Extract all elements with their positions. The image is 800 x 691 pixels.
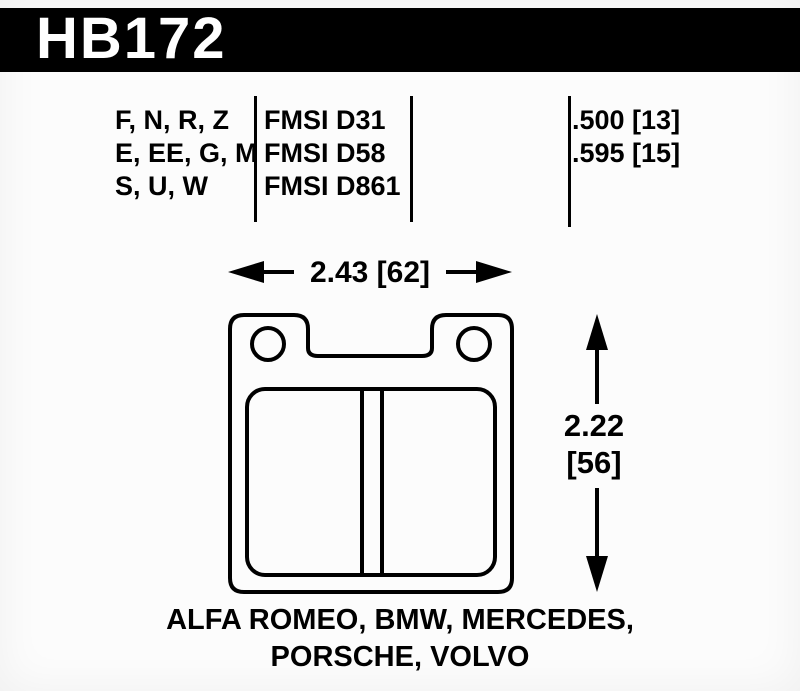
pad-outer-outline xyxy=(228,313,514,594)
fmsi-column: FMSI D31 FMSI D58 FMSI D861 xyxy=(264,104,401,203)
fmsi-cell: FMSI D31 xyxy=(264,105,386,135)
compound-cell: E, EE, G, M xyxy=(115,138,258,168)
arrowhead-left-icon xyxy=(228,261,264,283)
mounting-hole-right xyxy=(456,326,492,362)
table-divider-right xyxy=(568,96,571,227)
height-dimension-inches: 2.22 xyxy=(564,408,624,443)
height-dimension-label-mask xyxy=(548,404,644,488)
height-dimension-mm: [56] xyxy=(566,445,621,480)
width-dimension-label: 2.43 [62] xyxy=(310,256,430,289)
thickness-cell xyxy=(572,170,680,203)
spec-table: F, N, R, Z E, EE, G, M S, U, W FMSI D31 … xyxy=(0,0,800,250)
compound-column: F, N, R, Z E, EE, G, M S, U, W xyxy=(115,104,258,203)
fmsi-cell: FMSI D861 xyxy=(264,171,401,201)
pad-inner-outline xyxy=(245,387,497,577)
thickness-cell: .595 [15] xyxy=(572,138,681,168)
fmsi-cell: FMSI D58 xyxy=(264,138,386,168)
thickness-column: .500 [13] .595 [15] xyxy=(572,104,680,203)
part-number: HB172 xyxy=(36,6,227,71)
width-dimension: 2.43 [62] xyxy=(228,253,512,291)
table-divider-left xyxy=(254,96,257,222)
vehicle-applications: ALFA ROMEO, BMW, MERCEDES, PORSCHE, VOLV… xyxy=(0,602,800,676)
arrowhead-up-icon xyxy=(586,314,608,350)
brake-pad-drawing: 2.43 [62] 2.22 [56] xyxy=(228,253,644,594)
arrowhead-right-icon xyxy=(476,261,512,283)
arrowhead-down-icon xyxy=(586,556,608,592)
table-divider-middle xyxy=(410,96,413,222)
width-dimension-label-mask xyxy=(294,253,446,291)
compound-cell: S, U, W xyxy=(115,171,208,201)
applications-line-1: ALFA ROMEO, BMW, MERCEDES, xyxy=(166,604,634,636)
thickness-cell: .500 [13] xyxy=(572,105,681,135)
mounting-hole-left xyxy=(250,326,286,362)
part-number-banner: HB172 xyxy=(0,8,800,72)
applications-line-2: PORSCHE, VOLVO xyxy=(270,641,530,673)
height-dimension: 2.22 [56] xyxy=(548,314,644,592)
compound-cell: F, N, R, Z xyxy=(115,105,229,135)
